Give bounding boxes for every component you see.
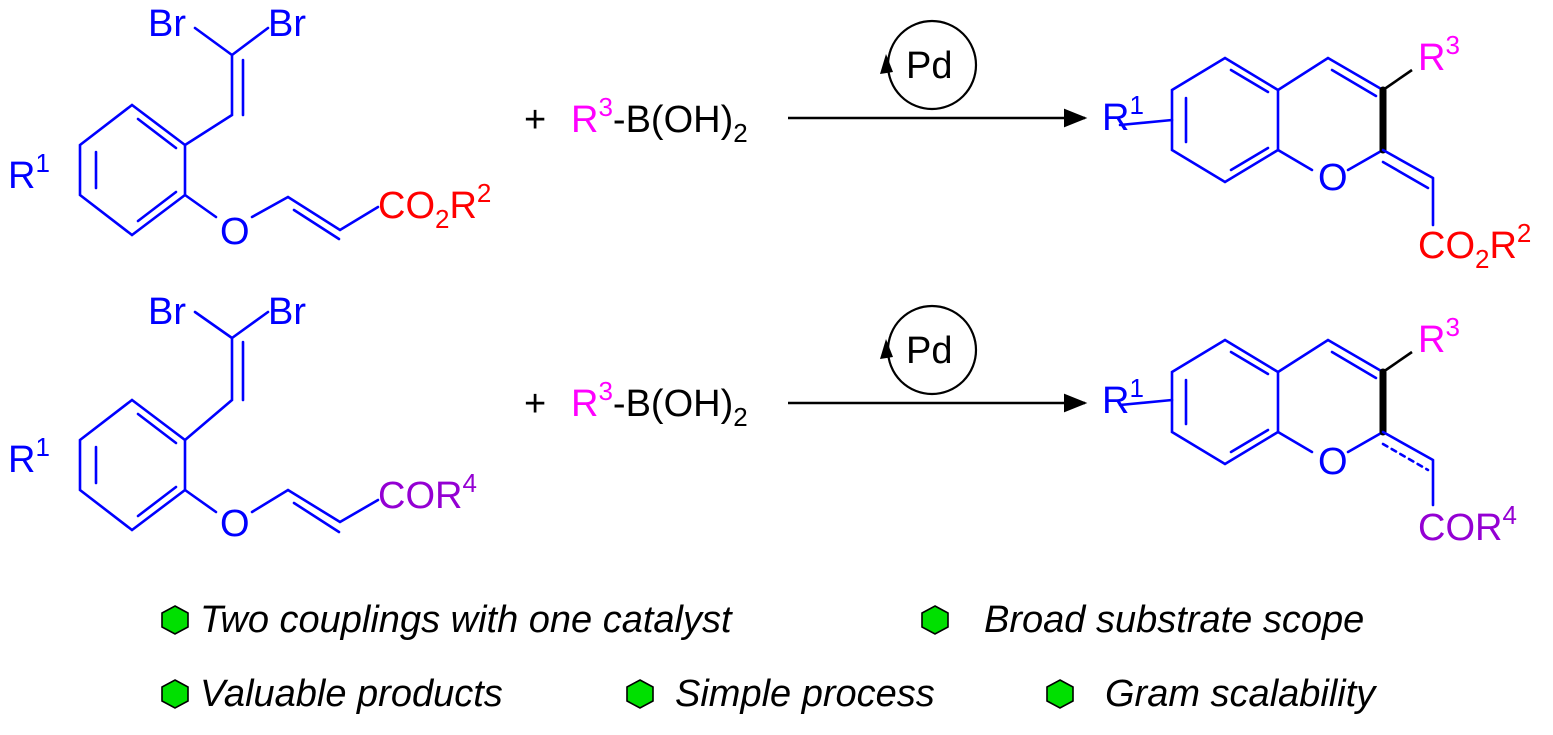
product-2: R1 R3 O COR4: [1102, 312, 1517, 549]
br-label-left: Br: [148, 3, 186, 45]
reaction-2: Br Br R1 O COR4 + R3-B(OH)2 Pd: [8, 291, 1517, 549]
feature-item: Gram scalability: [1045, 669, 1375, 719]
r1-label: R1: [1102, 373, 1144, 422]
br-label-right: Br: [268, 3, 306, 45]
ester-group-label: CO2R2: [1418, 218, 1531, 274]
product-1: R1 R3 O CO2R2: [1102, 30, 1531, 274]
reaction-arrow-2: Pd: [788, 304, 1088, 413]
feature-label: Broad substrate scope: [984, 598, 1365, 641]
r1-label: R1: [8, 148, 50, 197]
reaction-arrow-1: Pd: [788, 19, 1088, 128]
green-hexagon-bullet-icon: [921, 605, 949, 635]
feature-item: Valuable products: [160, 669, 503, 719]
feature-label: Valuable products: [200, 672, 503, 715]
green-hexagon-bullet-icon: [1046, 679, 1074, 709]
feature-label: Two couplings with one catalyst: [200, 598, 732, 641]
oxygen-label: O: [220, 211, 250, 253]
green-hexagon-bullet-icon: [161, 679, 189, 709]
substrate-1: Br Br R1 O CO2R2: [8, 3, 491, 253]
green-hexagon-bullet-icon: [161, 605, 189, 635]
feature-label: Simple process: [675, 672, 935, 715]
substrate-2: Br Br R1 O COR4: [8, 291, 477, 545]
oxygen-label: O: [1318, 157, 1348, 199]
br-label-left: Br: [148, 291, 186, 333]
feature-item: Two couplings with one catalyst: [160, 595, 732, 645]
green-hexagon-bullet-icon: [626, 679, 654, 709]
catalyst-label: Pd: [906, 330, 952, 372]
feature-item: Broad substrate scope: [920, 595, 1364, 645]
oxygen-label: O: [1318, 441, 1348, 483]
reagent-2: + R3-B(OH)2: [524, 376, 748, 432]
r1-label: R1: [8, 432, 50, 481]
r3-label: R3: [1418, 30, 1460, 79]
boronic-acid-label: R3-B(OH)2: [571, 92, 748, 148]
boronic-acid-label: R3-B(OH)2: [571, 376, 748, 432]
plus-sign: +: [524, 99, 546, 141]
ester-group-label: CO2R2: [378, 178, 491, 234]
reaction-1: Br Br R1 O CO2R2 + R3-B(OH)2 Pd R1: [8, 3, 1531, 274]
br-label-right: Br: [268, 291, 306, 333]
feature-item: Simple process: [625, 669, 935, 719]
r1-label: R1: [1102, 90, 1144, 139]
catalyst-label: Pd: [906, 45, 952, 87]
ketone-group-label: COR4: [1418, 500, 1517, 549]
reagent-1: + R3-B(OH)2: [524, 92, 748, 148]
plus-sign: +: [524, 383, 546, 425]
oxygen-label: O: [220, 503, 250, 545]
ketone-group-label: COR4: [378, 468, 477, 517]
r3-label: R3: [1418, 312, 1460, 361]
feature-label: Gram scalability: [1105, 672, 1376, 715]
